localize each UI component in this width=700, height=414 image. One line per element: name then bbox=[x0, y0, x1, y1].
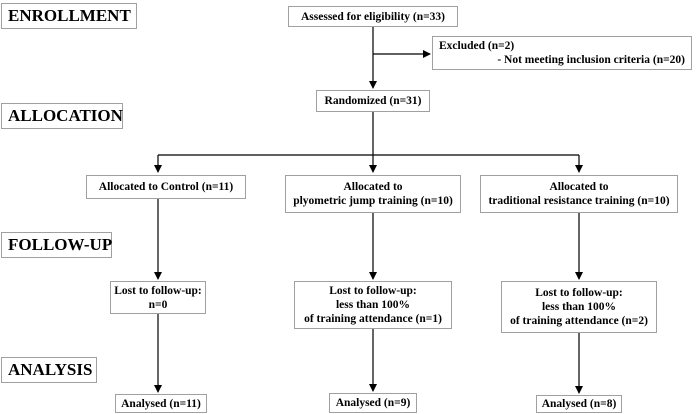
resistance-allocation-line-1: Allocated to bbox=[549, 181, 609, 193]
assessed-text: Assessed for eligibility (n=33) bbox=[300, 10, 446, 23]
plyometric-lost-line-1: Lost to follow-up: bbox=[329, 285, 417, 297]
resistance-allocation-box: Allocated to traditional resistance trai… bbox=[480, 175, 678, 213]
resistance-lost-line-1: Lost to follow-up: bbox=[535, 287, 623, 299]
resistance-analysed-text: Analysed (n=8) bbox=[541, 398, 617, 410]
excluded-count: Excluded (n=2) bbox=[439, 40, 515, 52]
stage-allocation: ALLOCATION bbox=[1, 103, 123, 129]
randomized-box: Randomized (n=31) bbox=[316, 90, 430, 112]
resistance-lost-line-2: less than 100% bbox=[541, 301, 617, 313]
control-analysed-box: Analysed (n=11) bbox=[115, 394, 207, 413]
control-analysed-text: Analysed (n=11) bbox=[121, 397, 201, 410]
randomized-text: Randomized (n=31) bbox=[324, 95, 422, 107]
control-allocation-text: Allocated to Control (n=11) bbox=[98, 181, 234, 193]
plyometric-lost-line-2: less than 100% bbox=[335, 299, 411, 311]
stage-follow-up: FOLLOW-UP bbox=[1, 232, 112, 258]
resistance-lost-line-3: of training attendance (n=2) bbox=[510, 315, 648, 327]
excluded-box: Excluded (n=2) - Not meeting inclusion c… bbox=[432, 36, 692, 70]
plyometric-lost-box: Lost to follow-up: less than 100% of tra… bbox=[294, 281, 452, 329]
control-allocation-box: Allocated to Control (n=11) bbox=[86, 175, 246, 199]
plyometric-allocation-line-1: Allocated to bbox=[343, 181, 403, 193]
plyometric-analysed-box: Analysed (n=9) bbox=[329, 393, 417, 413]
control-lost-box: Lost to follow-up: n=0 bbox=[110, 281, 206, 314]
assessed-box: Assessed for eligibility (n=33) bbox=[288, 6, 458, 27]
resistance-lost-box: Lost to follow-up: less than 100% of tra… bbox=[501, 281, 657, 333]
excluded-reason: - Not meeting inclusion criteria (n=20) bbox=[497, 54, 685, 66]
resistance-analysed-box: Analysed (n=8) bbox=[536, 395, 622, 413]
stage-analysis: ANALYSIS bbox=[1, 357, 97, 383]
plyometric-lost-line-3: of training attendance (n=1) bbox=[304, 313, 442, 325]
plyometric-allocation-box: Allocated to plyometric jump training (n… bbox=[285, 175, 461, 213]
stage-enrollment: ENROLLMENT bbox=[1, 3, 137, 29]
plyometric-allocation-line-2: plyometric jump training (n=10) bbox=[293, 195, 453, 207]
control-lost-line-2: n=0 bbox=[148, 298, 168, 311]
plyometric-analysed-text: Analysed (n=9) bbox=[335, 397, 411, 409]
control-lost-line-1: Lost to follow-up: bbox=[114, 284, 202, 297]
resistance-allocation-line-2: traditional resistance training (n=10) bbox=[488, 195, 670, 207]
